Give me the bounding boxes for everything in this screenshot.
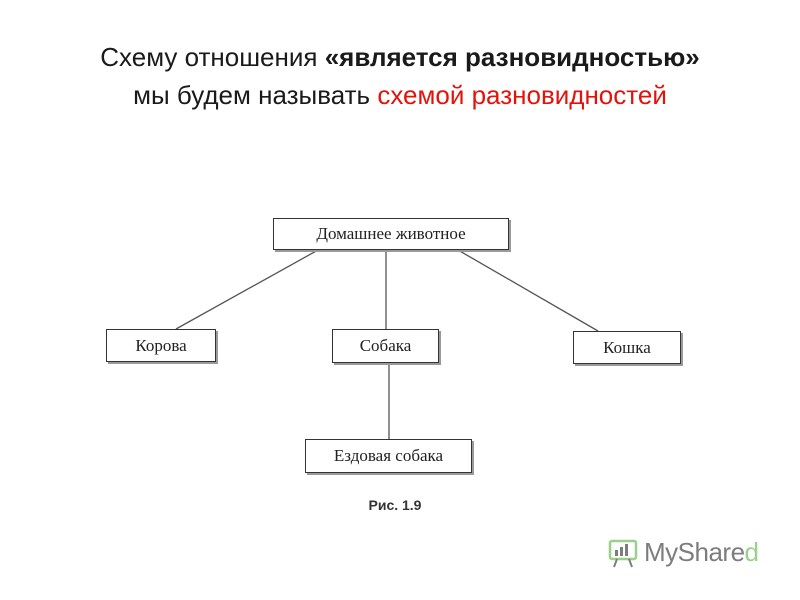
node-sled-dog-label: Ездовая собака	[333, 446, 444, 465]
heading-line-2-prefix: мы будем называть	[133, 80, 378, 110]
heading-line-1: Схему отношения «является разновидностью…	[0, 38, 800, 76]
node-cow: Корова	[106, 329, 216, 362]
node-dog-label: Собака	[359, 336, 412, 355]
heading-line-2: мы будем называть схемой разновидностей	[0, 76, 800, 114]
myshared-watermark: MyShared	[606, 534, 759, 570]
presentation-board-icon	[608, 539, 638, 568]
slide-heading: Схему отношения «является разновидностью…	[0, 38, 800, 114]
node-cat: Кошка	[573, 331, 681, 364]
watermark-text: MyShared	[644, 537, 759, 568]
watermark-text-accent: d	[744, 536, 759, 567]
node-domestic-animal-label: Домашнее животное	[316, 224, 466, 243]
heading-line-1-prefix: Схему отношения	[100, 42, 325, 72]
heading-emphasis: «является разновидностью»	[324, 42, 700, 72]
watermark-text-main: MyShare	[644, 536, 745, 567]
node-cow-label: Корова	[135, 335, 187, 355]
node-domestic-animal: Домашнее животное	[273, 218, 509, 250]
heading-highlight: схемой разновидностей	[377, 80, 667, 110]
connector-root-cow	[175, 249, 319, 330]
node-cat-label: Кошка	[603, 337, 651, 357]
node-dog: Собака	[332, 329, 439, 363]
node-sled-dog: Ездовая собака	[305, 439, 472, 473]
connector-root-cat	[457, 249, 599, 332]
figure-caption: Рис. 1.9	[368, 497, 422, 513]
